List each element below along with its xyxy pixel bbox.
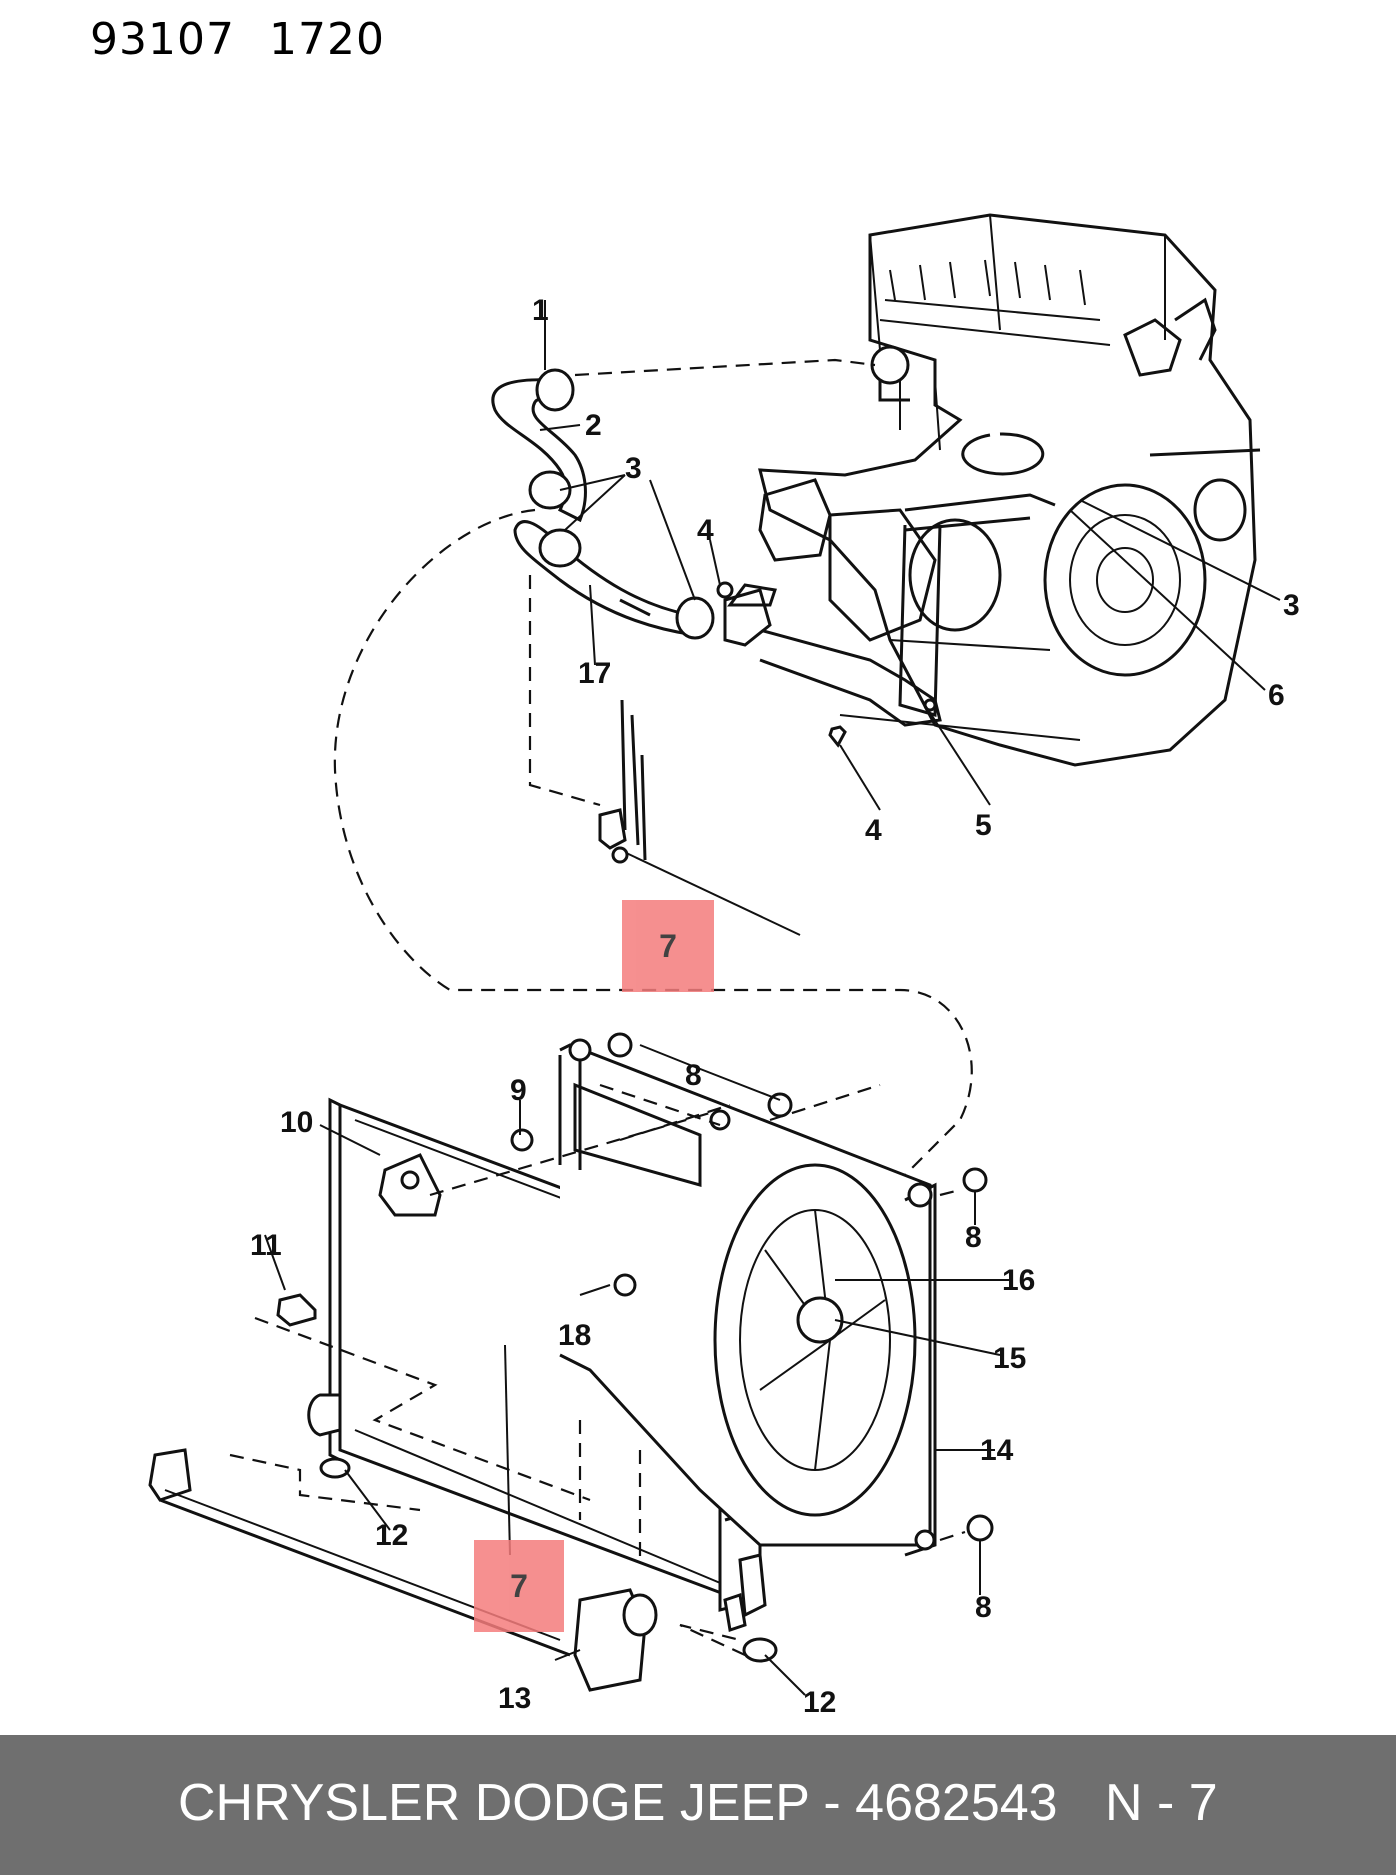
engine-illustration: [758, 213, 1261, 767]
cooling-system-diagram: 1 2 3 3 4 4 5 6 17 9 10 8 8 8 11 16 18 1…: [148, 213, 1300, 1719]
footer-page-ref: N - 7: [1105, 1774, 1218, 1832]
highlight-part-7-lower[interactable]: 7: [474, 1540, 564, 1632]
footer-brand-part-number: CHRYSLER DODGE JEEP - 4682543: [178, 1774, 1058, 1832]
callout-17: 17: [578, 657, 611, 690]
callout-15: 15: [993, 1342, 1026, 1375]
header-code-1: 93107: [90, 14, 235, 65]
callout-8-b: 8: [965, 1221, 982, 1254]
highlight-label-upper: 7: [659, 927, 677, 964]
callout-8-a: 8: [685, 1059, 702, 1092]
callout-18: 18: [558, 1319, 591, 1352]
diagram-header: 93107 1720: [90, 14, 419, 65]
callout-3-a: 3: [625, 452, 642, 485]
footer-bar: CHRYSLER DODGE JEEP - 4682543 N - 7: [0, 1735, 1396, 1875]
highlight-label-lower: 7: [510, 1567, 528, 1604]
callout-1: 1: [532, 294, 549, 327]
header-code-2: 1720: [268, 14, 385, 65]
callout-10: 10: [280, 1106, 313, 1139]
upper-radiator-hose: [491, 358, 876, 523]
callout-12-b: 12: [803, 1686, 836, 1719]
callout-2: 2: [585, 409, 602, 442]
callout-9: 9: [510, 1074, 527, 1107]
callout-3-b: 3: [1283, 589, 1300, 622]
callout-14: 14: [980, 1434, 1014, 1467]
callout-5: 5: [975, 809, 992, 842]
callout-11: 11: [250, 1229, 282, 1262]
callout-6: 6: [1268, 679, 1285, 712]
callout-8-c: 8: [975, 1591, 992, 1624]
callout-12-a: 12: [375, 1519, 408, 1552]
callout-4-b: 4: [865, 814, 882, 847]
callout-16: 16: [1002, 1264, 1035, 1297]
highlight-part-7-upper[interactable]: 7: [622, 900, 714, 992]
callout-4-a: 4: [697, 514, 714, 547]
callout-13: 13: [498, 1682, 531, 1715]
lower-radiator-hose: [513, 520, 772, 647]
